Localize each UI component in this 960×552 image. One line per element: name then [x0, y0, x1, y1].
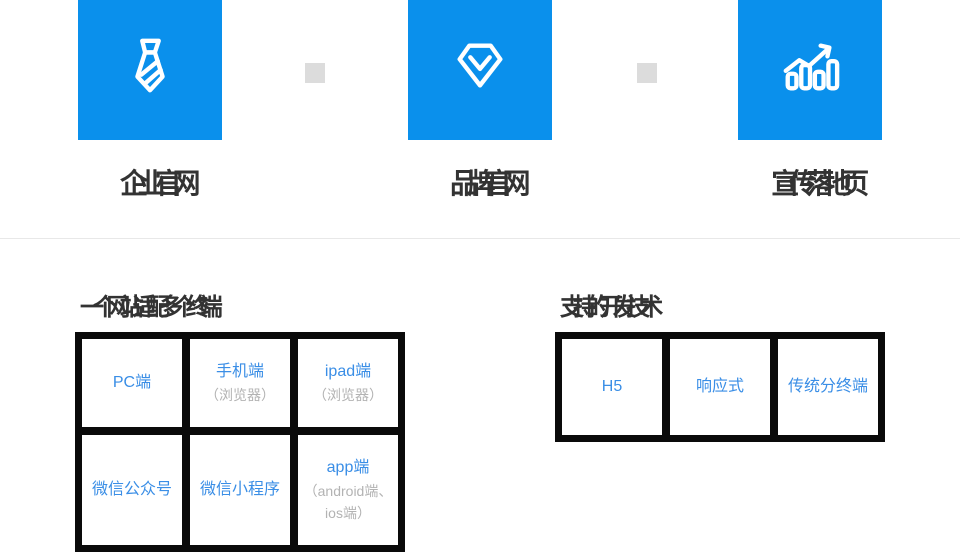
separator-square	[637, 63, 657, 83]
terminal-cell-ipad: ipad端 （浏览器）	[298, 339, 398, 427]
cell-title: 传统分终端	[787, 378, 868, 395]
terminal-cell-wechat-miniprogram: 微信小程序	[190, 435, 290, 545]
cell-subtitle: （浏览器）	[313, 387, 383, 403]
terminal-cell-app: app端 （android端、ios端）	[298, 435, 398, 545]
cell-subtitle: （浏览器）	[205, 387, 275, 403]
cell-title: PC端	[112, 374, 152, 391]
tech-cell-h5: H5	[562, 339, 662, 435]
feature-tile	[408, 0, 552, 140]
terminals-grid: PC端 手机端 （浏览器） ipad端 （浏览器） 微信公众号 微信小程序 ap…	[75, 332, 405, 552]
cell-title: 微信公众号	[91, 481, 172, 498]
cell-title: 响应式	[695, 378, 744, 395]
growth-chart-icon	[779, 35, 841, 102]
feature-label: 企业官网	[119, 168, 201, 199]
cell-title: 手机端	[215, 363, 264, 380]
feature-brand-site: 品牌官网	[408, 0, 552, 202]
separator-square	[305, 63, 325, 83]
diamond-icon	[449, 35, 511, 102]
feature-enterprise-site: 企业官网	[78, 0, 222, 202]
terminal-cell-pc: PC端	[82, 339, 182, 427]
technologies-grid: H5 响应式 传统分终端	[555, 332, 885, 442]
terminals-heading: 一个网站适配多个终端	[80, 294, 223, 321]
terminal-cell-mobile: 手机端 （浏览器）	[190, 339, 290, 427]
tie-icon	[119, 35, 181, 102]
cell-title: 微信小程序	[199, 481, 280, 498]
feature-tile	[738, 0, 882, 140]
tech-cell-separate-terminals: 传统分终端	[778, 339, 878, 435]
terminal-cell-wechat-official: 微信公众号	[82, 435, 182, 545]
feature-label: 宣传落地页	[771, 168, 869, 199]
cell-title: H5	[601, 378, 623, 395]
section-divider	[0, 238, 960, 239]
feature-tile	[78, 0, 222, 140]
cell-title: app端	[326, 459, 370, 476]
technologies-heading: 支持的开发技术	[560, 294, 663, 321]
feature-landing-page: 宣传落地页	[738, 0, 882, 202]
cell-subtitle: （android端、ios端）	[303, 483, 393, 521]
feature-label: 品牌官网	[449, 168, 531, 199]
tech-cell-responsive: 响应式	[670, 339, 770, 435]
cell-title: ipad端	[324, 363, 372, 380]
